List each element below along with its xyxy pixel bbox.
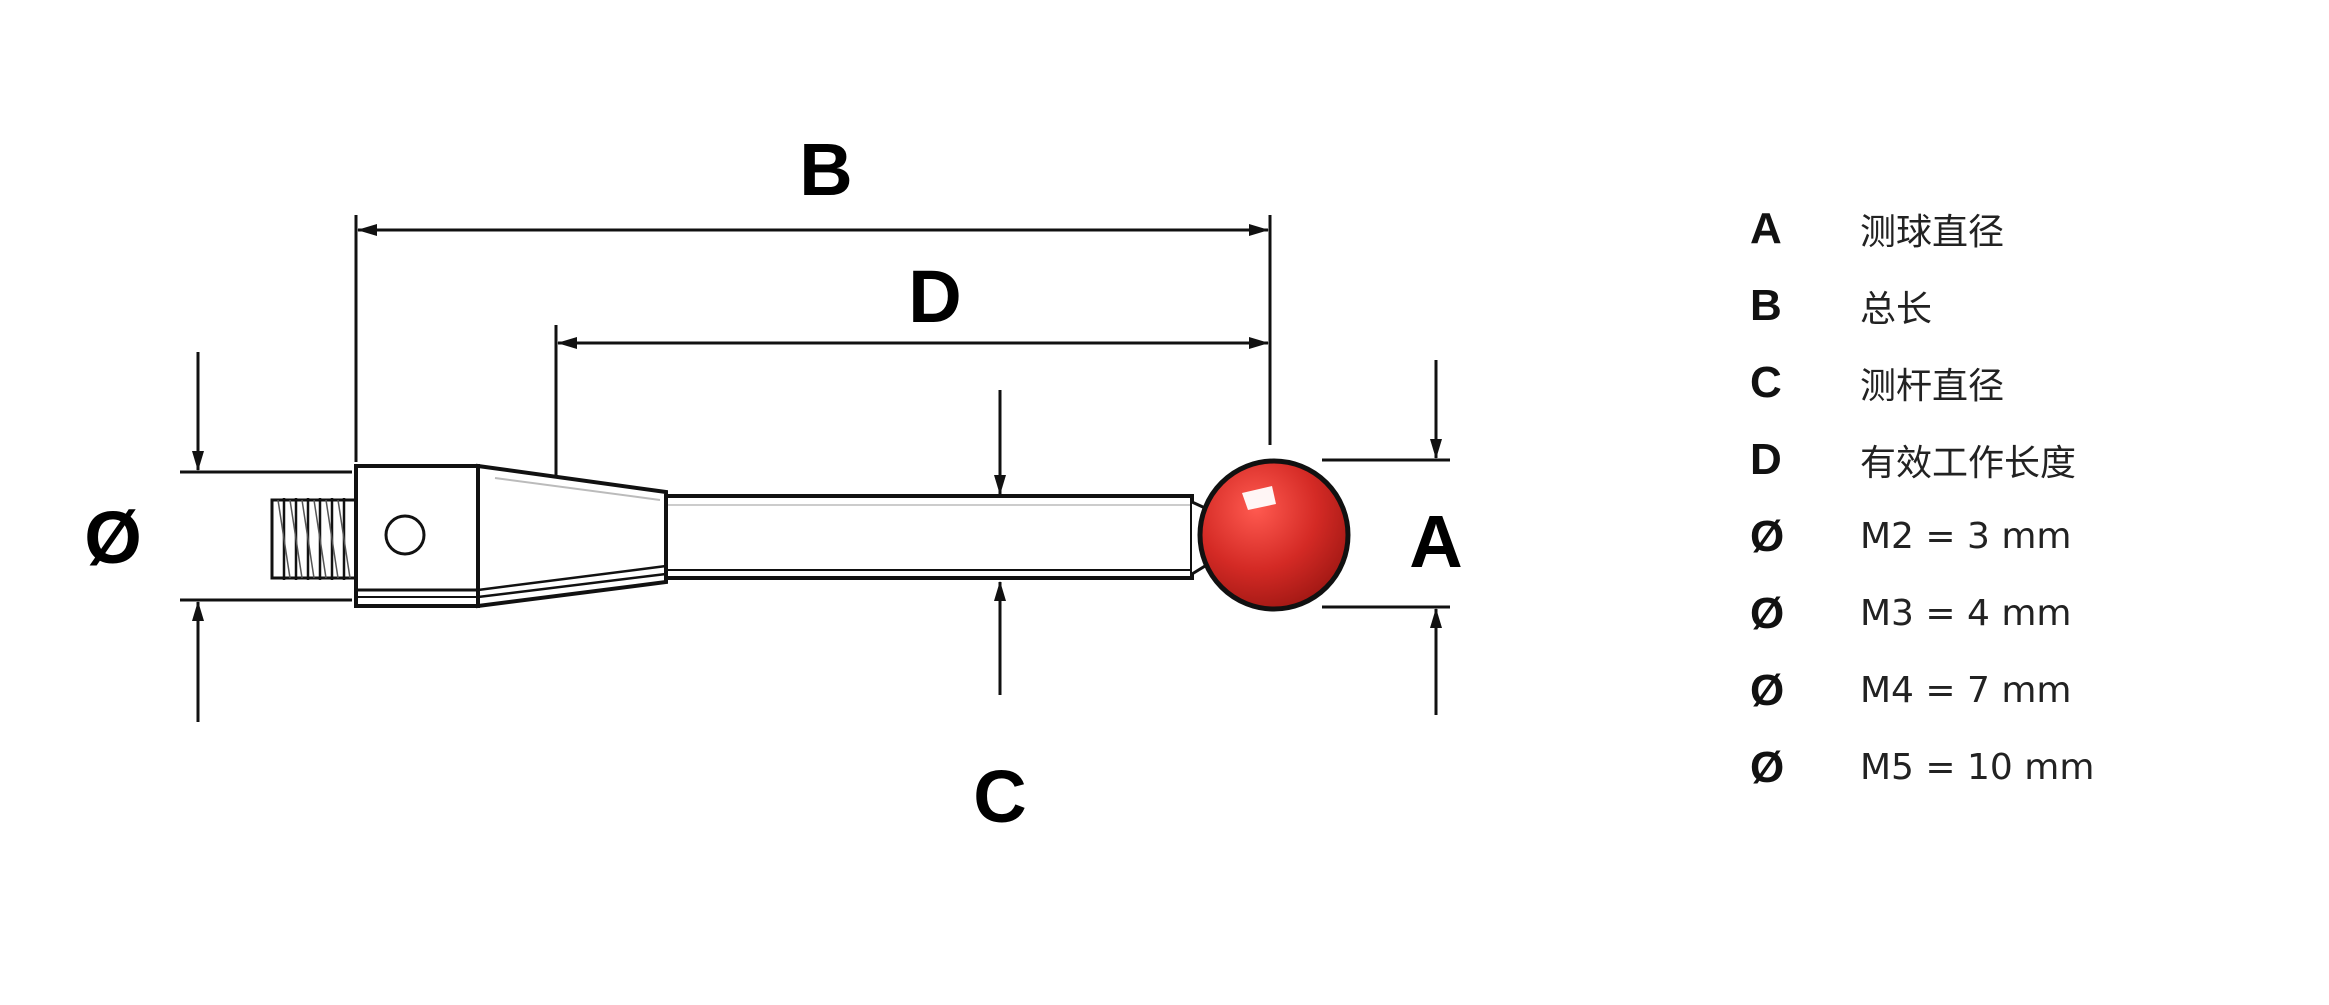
ruby-ball <box>1197 458 1351 612</box>
legend-row-a: A 测球直径 <box>1750 190 2270 267</box>
legend-desc: 总长 <box>1860 288 1933 330</box>
legend-desc: M4 = 7 mm <box>1860 670 2072 711</box>
label-dia: Ø <box>84 496 142 579</box>
collar <box>354 464 480 608</box>
collar-hole <box>384 514 426 556</box>
legend-desc: 有效工作长度 <box>1860 442 2077 484</box>
stem <box>664 494 1207 580</box>
legend-key: Ø <box>1750 742 1785 792</box>
label-b: B <box>799 128 852 211</box>
dimension-thread-diameter: Ø <box>84 352 352 722</box>
label-d: D <box>908 255 961 338</box>
legend-key: Ø <box>1750 665 1785 715</box>
dimension-c: C <box>973 390 1027 838</box>
legend-row-m4: Ø M4 = 7 mm <box>1750 652 2270 729</box>
legend-row-m2: Ø M2 = 3 mm <box>1750 498 2270 575</box>
label-c: C <box>973 755 1026 838</box>
legend-key: A <box>1750 203 1782 253</box>
thread <box>270 498 358 580</box>
label-a: A <box>1409 500 1462 583</box>
legend-desc: M2 = 3 mm <box>1860 516 2072 557</box>
legend-key: D <box>1750 434 1782 484</box>
legend-desc: 测杆直径 <box>1860 365 2005 407</box>
legend-row-d: D 有效工作长度 <box>1750 421 2270 498</box>
legend-key: C <box>1750 357 1782 407</box>
ball-highlight <box>1242 486 1276 510</box>
legend-row-m3: Ø M3 = 4 mm <box>1750 575 2270 652</box>
taper <box>476 463 668 609</box>
legend-row-m5: Ø M5 = 10 mm <box>1750 729 2270 806</box>
stylus <box>270 458 1351 612</box>
dimension-d: D <box>554 255 1269 585</box>
legend-desc: M3 = 4 mm <box>1860 593 2072 634</box>
legend-row-c: C 测杆直径 <box>1750 344 2270 421</box>
dimension-a: A <box>1322 360 1463 715</box>
legend-key: Ø <box>1750 511 1785 561</box>
dimension-b: B <box>354 128 1272 462</box>
legend-desc: 测球直径 <box>1860 211 2005 253</box>
legend-key: B <box>1750 280 1782 330</box>
legend-row-b: B 总长 <box>1750 267 2270 344</box>
legend: A 测球直径 B 总长 C 测杆直径 D 有效工作长度 Ø M2 = 3 mm … <box>1750 190 2270 806</box>
legend-key: Ø <box>1750 588 1785 638</box>
legend-desc: M5 = 10 mm <box>1860 747 2095 788</box>
